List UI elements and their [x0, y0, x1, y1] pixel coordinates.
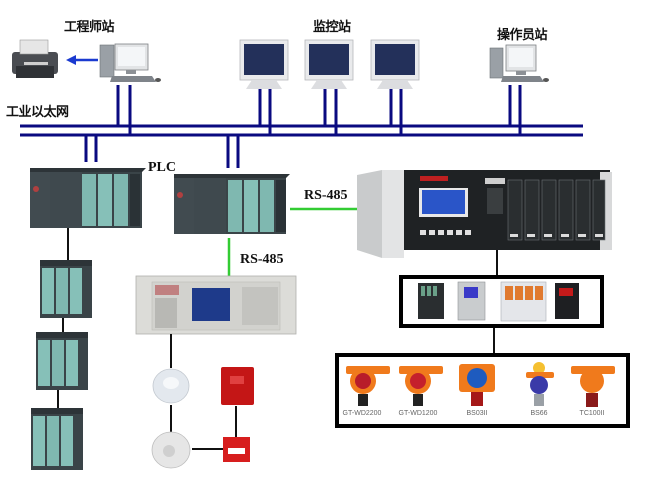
gas-controller-rack-icon [357, 170, 612, 258]
manual-call-point-icon [223, 437, 250, 462]
controller-unit-4-icon [555, 283, 579, 319]
io-module-2-icon [36, 332, 88, 390]
rs485-label-right: RS-485 [304, 188, 348, 203]
monitor-3-icon [370, 39, 420, 89]
operator-pc-icon [489, 44, 549, 82]
detector-caption: GT-WD1200 [398, 410, 438, 417]
monitor-2-icon [304, 39, 354, 89]
detector-tc100ii-icon [571, 366, 615, 407]
rs485-links [227, 207, 357, 278]
smoke-detector-icon [152, 368, 190, 404]
detector-box [335, 353, 630, 428]
io-module-3-icon [31, 408, 83, 470]
engineer-pc-icon [99, 43, 161, 82]
heat-detector-icon [151, 431, 191, 469]
print-arrow [66, 55, 98, 65]
detector-bs03ii-icon [459, 364, 495, 406]
sounder-strobe-icon [221, 367, 254, 405]
industrial-ethernet-label: 工业以太网 [6, 105, 69, 120]
monitor-1-icon [239, 39, 289, 89]
printer-icon [12, 39, 58, 78]
plc-1-icon [30, 168, 146, 228]
plc-2-icon [174, 174, 290, 234]
controller-box [399, 275, 604, 328]
operator-station-label: 操作员站 [497, 28, 548, 43]
detector-gt-wd1200-icon [399, 366, 443, 406]
ethernet-bus [20, 85, 583, 168]
controller-unit-3-icon [500, 281, 547, 322]
detector-caption: TC100II [579, 410, 605, 417]
controller-unit-1-icon [418, 283, 444, 319]
fire-wires [170, 334, 237, 450]
detector-gt-wd2200-icon [346, 366, 390, 406]
rs485-label-down: RS-485 [240, 252, 284, 267]
controller-wires [493, 250, 498, 354]
detector-bs66-icon [526, 362, 554, 406]
plc-label: PLC [148, 160, 176, 175]
controller-unit-2-icon [457, 281, 486, 321]
detector-caption: GT-WD2200 [342, 410, 382, 417]
engineer-station-label: 工程师站 [64, 20, 115, 35]
io-module-1-icon [40, 260, 92, 318]
detector-caption: BS66 [530, 410, 548, 417]
io-chain-wire [57, 228, 69, 410]
detector-caption: BS03II [466, 410, 488, 417]
fire-alarm-panel-icon [135, 275, 297, 335]
monitor-station-label: 监控站 [313, 20, 351, 35]
